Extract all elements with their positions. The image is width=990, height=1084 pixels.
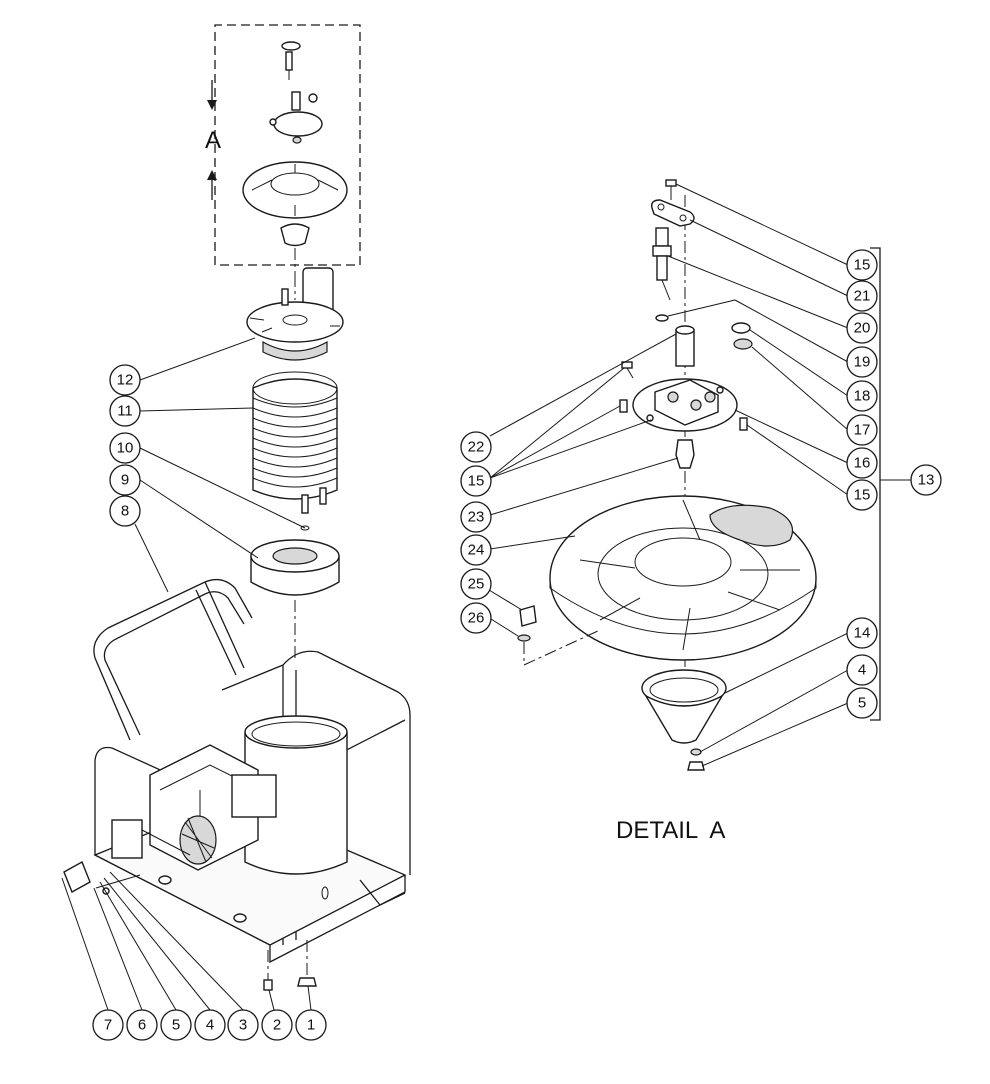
svg-text:15: 15 — [854, 487, 871, 504]
part-12-top-plate — [246, 267, 344, 361]
detail-a-parts — [517, 179, 817, 771]
svg-text:2: 2 — [273, 1017, 281, 1034]
callout-11 — [109, 395, 141, 427]
view-label-a: A — [205, 127, 221, 154]
callouts-detail: 13 15 21 20 19 18 17 16 15 14 4 — [460, 183, 942, 767]
svg-text:10: 10 — [117, 440, 134, 457]
callout-4 — [194, 1009, 226, 1041]
part-11-heating-coil — [252, 371, 338, 514]
svg-text:20: 20 — [854, 320, 871, 337]
callout-17 — [846, 414, 878, 446]
svg-text:16: 16 — [854, 455, 871, 472]
svg-text:6: 6 — [138, 1017, 146, 1034]
svg-text:3: 3 — [239, 1017, 247, 1034]
callout-13 — [910, 464, 942, 496]
callout-5-detail — [846, 687, 878, 719]
callout-22 — [460, 431, 492, 463]
callout-21 — [846, 280, 878, 312]
callout-12 — [109, 364, 141, 396]
callout-20 — [846, 312, 878, 344]
callout-23 — [460, 501, 492, 533]
svg-text:13: 13 — [918, 472, 935, 489]
callout-2 — [261, 1009, 293, 1041]
svg-text:25: 25 — [468, 576, 485, 593]
svg-text:9: 9 — [121, 472, 129, 489]
callout-19 — [846, 346, 878, 378]
detail-title: DETAIL A — [616, 817, 725, 844]
svg-text:4: 4 — [206, 1017, 214, 1034]
callout-4-detail — [846, 654, 878, 686]
callouts-main: 12 11 10 9 8 7 6 5 4 3 2 — [61, 337, 327, 1041]
burner-head-small — [242, 41, 348, 275]
callout-3 — [227, 1009, 259, 1041]
callout-15-right — [846, 479, 878, 511]
callout-26 — [460, 602, 492, 634]
svg-text:18: 18 — [854, 388, 871, 405]
svg-text:26: 26 — [468, 610, 485, 627]
callout-6 — [126, 1009, 158, 1041]
svg-text:15: 15 — [854, 257, 871, 274]
combustion-chamber — [244, 715, 348, 900]
callout-1 — [295, 1009, 327, 1041]
svg-text:22: 22 — [468, 439, 485, 456]
callout-16 — [846, 447, 878, 479]
svg-text:24: 24 — [468, 542, 485, 559]
svg-text:5: 5 — [172, 1017, 180, 1034]
blower-assembly — [111, 744, 277, 923]
svg-text:19: 19 — [854, 354, 871, 371]
svg-text:11: 11 — [117, 403, 133, 420]
svg-text:15: 15 — [468, 473, 485, 490]
callout-14 — [846, 617, 878, 649]
callout-7 — [92, 1009, 124, 1041]
callout-15-top — [846, 249, 878, 281]
callout-9 — [109, 464, 141, 496]
svg-text:5: 5 — [858, 695, 866, 712]
svg-text:8: 8 — [121, 503, 129, 520]
svg-text:23: 23 — [468, 509, 485, 526]
svg-text:14: 14 — [854, 625, 871, 642]
callout-15-left — [460, 465, 492, 497]
callout-18 — [846, 380, 878, 412]
svg-text:21: 21 — [854, 288, 871, 305]
svg-text:4: 4 — [858, 662, 866, 679]
bottom-hardware — [63, 861, 317, 991]
callout-8 — [109, 495, 141, 527]
callout-25 — [460, 568, 492, 600]
svg-text:7: 7 — [104, 1017, 112, 1034]
callout-10 — [109, 432, 141, 464]
part-8-handle — [93, 578, 253, 741]
callout-24 — [460, 534, 492, 566]
svg-text:1: 1 — [307, 1017, 315, 1034]
callout-5 — [160, 1009, 192, 1041]
svg-text:12: 12 — [117, 372, 134, 389]
detail-a-boundary: A — [205, 24, 361, 266]
part-9-base-ring — [250, 525, 340, 660]
svg-text:17: 17 — [854, 422, 871, 439]
